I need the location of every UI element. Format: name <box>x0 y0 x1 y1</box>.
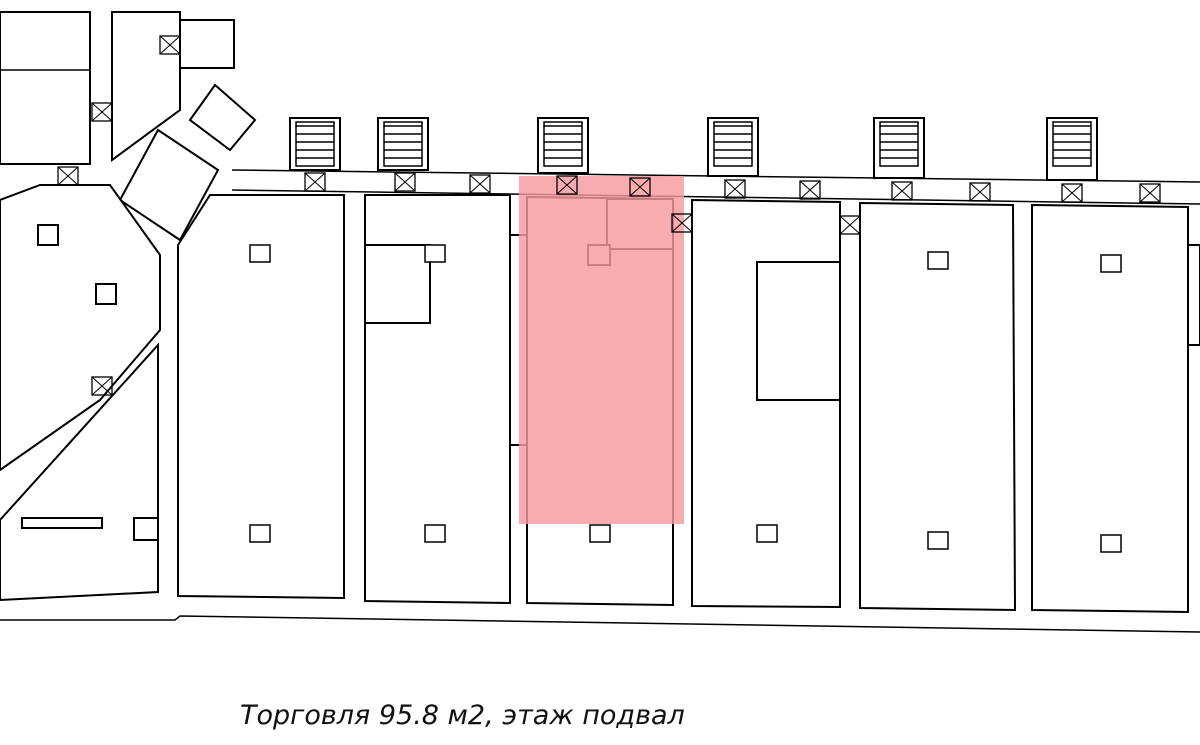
door-cross <box>969 182 991 202</box>
left-block <box>0 11 257 602</box>
stair-frame <box>1052 121 1092 167</box>
door-marker <box>304 172 326 192</box>
caption: Торговля 95.8 м2, этаж подвал <box>240 700 685 731</box>
door-cross <box>1139 183 1161 203</box>
outer-wall-bottom <box>0 615 1200 633</box>
door-cross <box>799 180 821 200</box>
column <box>249 524 271 543</box>
door-cross <box>57 166 79 186</box>
door-marker <box>556 175 578 195</box>
door-cross <box>91 102 113 122</box>
column <box>927 251 949 270</box>
door-marker <box>394 172 416 192</box>
columns <box>249 244 1122 553</box>
units <box>177 194 1200 614</box>
door-cross <box>891 181 913 201</box>
column <box>927 531 949 550</box>
stair-frame <box>879 121 919 167</box>
stair-frame <box>543 121 583 167</box>
door-cross <box>469 174 491 194</box>
door-marker <box>839 215 861 235</box>
door-marker <box>724 179 746 199</box>
door-cross <box>1061 183 1083 203</box>
unit-6 <box>1031 203 1189 614</box>
door-cross <box>304 172 326 192</box>
door-marker <box>799 180 821 200</box>
door-cross <box>724 179 746 199</box>
door-marker <box>1139 183 1161 203</box>
unit-1 <box>177 194 345 600</box>
column <box>424 244 446 263</box>
door-marker <box>91 102 113 122</box>
stairs <box>289 117 1098 181</box>
column <box>756 524 778 543</box>
column <box>249 244 271 263</box>
stair-frame <box>295 121 335 167</box>
door-cross <box>556 175 578 195</box>
highlighted-unit[interactable] <box>519 176 684 524</box>
door-marker <box>1061 183 1083 203</box>
column <box>589 524 611 543</box>
stair-frame <box>383 121 423 167</box>
door-cross <box>159 35 181 55</box>
door-marker <box>891 181 913 201</box>
door-markers <box>57 35 1161 396</box>
door-cross <box>629 177 651 197</box>
door-marker <box>91 376 113 396</box>
door-cross <box>394 172 416 192</box>
door-marker <box>469 174 491 194</box>
outer-wall-top-inner <box>231 189 1200 205</box>
column <box>1100 254 1122 273</box>
door-cross <box>91 376 113 396</box>
door-marker <box>57 166 79 186</box>
unit-5 <box>859 201 1017 612</box>
door-cross <box>839 215 861 235</box>
door-marker <box>629 177 651 197</box>
column <box>1100 534 1122 553</box>
door-marker <box>159 35 181 55</box>
door-marker <box>671 213 693 233</box>
column <box>424 524 446 543</box>
stair-frame <box>713 121 753 167</box>
door-marker <box>969 182 991 202</box>
door-cross <box>671 213 693 233</box>
